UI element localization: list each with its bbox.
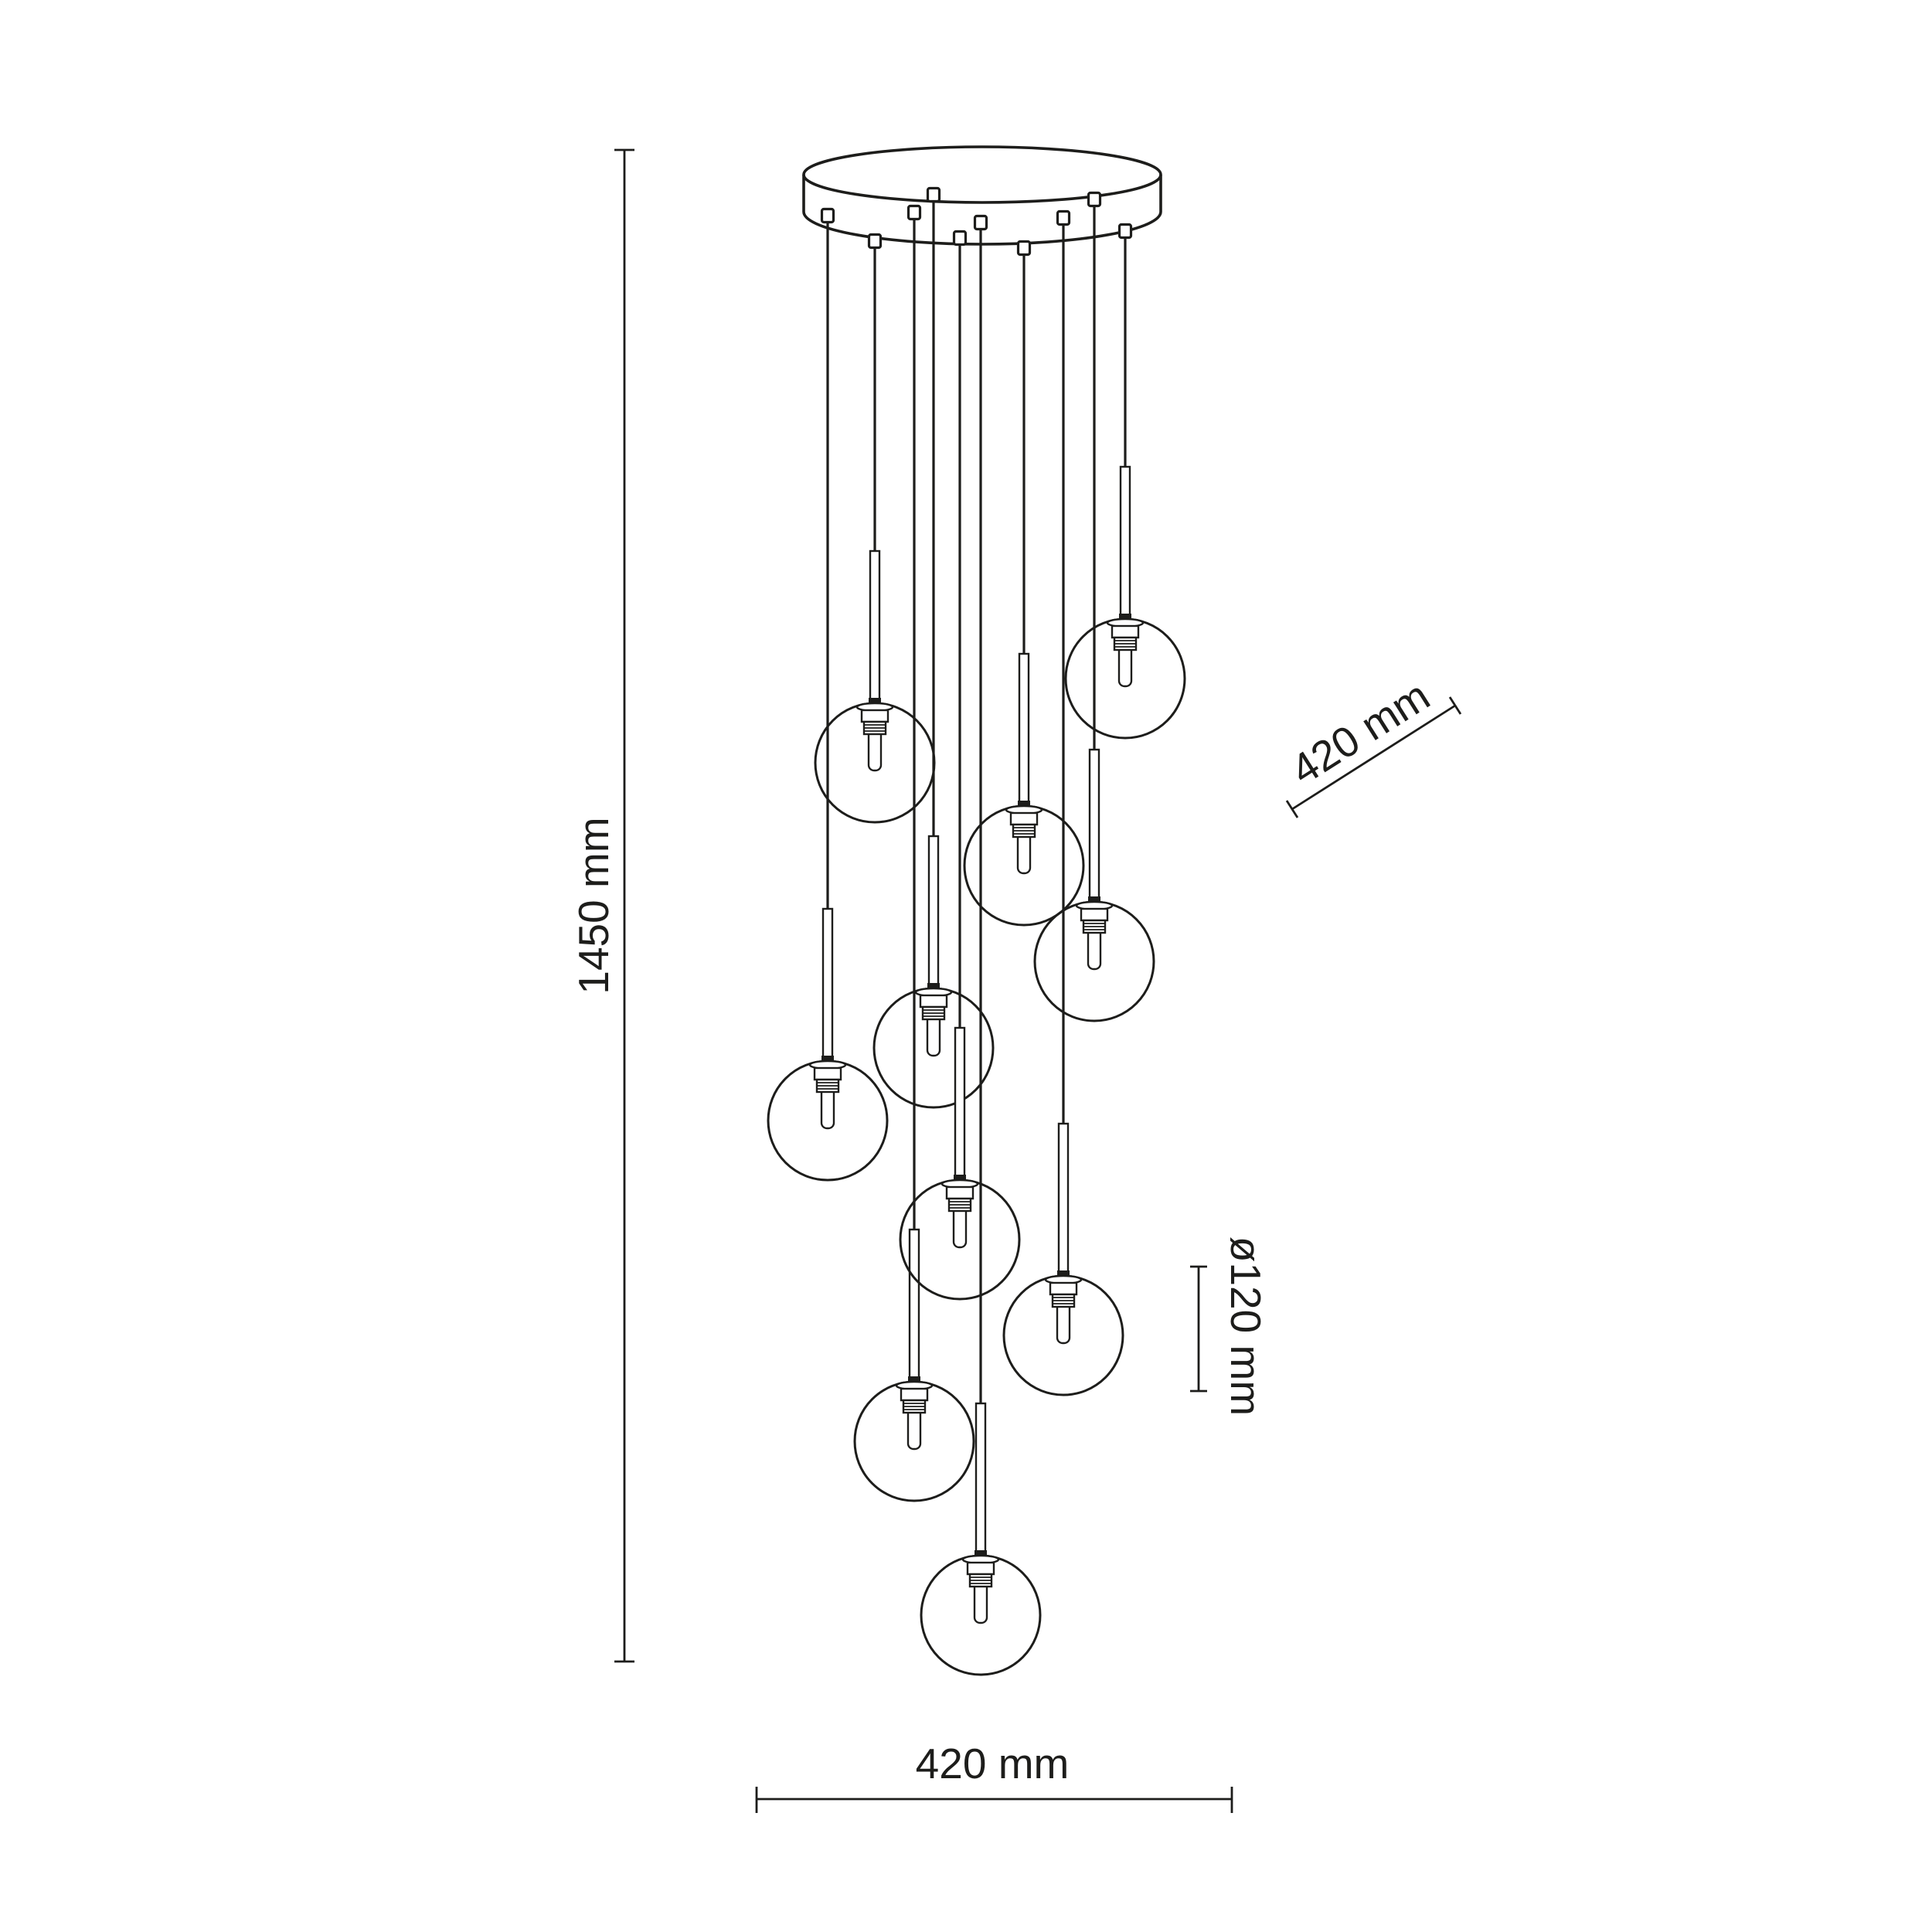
- socket-cup: [1080, 907, 1109, 922]
- canopy-cord-grip: [867, 233, 883, 250]
- rod-joint-band: [908, 1376, 920, 1383]
- socket-cup: [1111, 624, 1140, 639]
- canopy-cord-grip: [906, 204, 922, 221]
- canopy-cord-grip: [973, 214, 988, 231]
- pendant-rod: [927, 835, 940, 986]
- dimension-height: 1450 mm: [570, 148, 634, 1663]
- pendant: [963, 240, 1085, 927]
- dimension-width-label: 420 mm: [916, 1740, 1070, 1787]
- pendant: [920, 214, 1042, 1676]
- dimension-canopy-cap-right: [1448, 696, 1462, 715]
- socket-cup: [919, 994, 948, 1009]
- pendant: [872, 186, 995, 1109]
- rod-joint-band: [954, 1175, 966, 1182]
- rod-joint-band: [1088, 896, 1100, 903]
- canopy-cord-grip: [1056, 209, 1071, 226]
- dimension-canopy-line: [1291, 704, 1456, 811]
- pendant-rod: [1018, 652, 1030, 804]
- dimension-height-label: 1450 mm: [570, 817, 617, 994]
- pendant: [853, 204, 975, 1502]
- rod-joint-band: [927, 983, 940, 990]
- pendant: [899, 230, 1021, 1301]
- canopy-top-plate: [802, 145, 1162, 204]
- canopy-cord-grip: [1087, 191, 1102, 208]
- canopy-cord-grip: [926, 186, 941, 203]
- pendant-rod: [1057, 1122, 1070, 1274]
- canopy-cord-grip: [820, 207, 835, 224]
- socket-cup: [813, 1066, 842, 1081]
- pendant-rod: [869, 549, 881, 701]
- canopy-cord-grip: [1016, 240, 1032, 257]
- pendant: [1033, 191, 1155, 1022]
- canopy-bottom-rim: [802, 211, 1162, 246]
- pendant: [767, 207, 889, 1182]
- rod-joint-band: [869, 698, 881, 705]
- canopy-cord-grip: [1117, 223, 1133, 240]
- dimension-sphere-label: ø120 mm: [1222, 1236, 1270, 1416]
- canopy-cord-grip: [952, 230, 968, 247]
- ceiling-canopy: [802, 145, 1162, 246]
- socket-cup: [1049, 1281, 1078, 1296]
- socket-cup: [900, 1387, 929, 1402]
- pendant-rod: [1088, 748, 1100, 900]
- pendants-group: [767, 186, 1186, 1676]
- pendant: [1064, 223, 1186, 740]
- rod-joint-band: [1018, 801, 1030, 808]
- pendant-rod: [954, 1026, 966, 1178]
- rod-joint-band: [975, 1550, 987, 1557]
- socket-cup: [966, 1561, 995, 1576]
- dimension-width: 420 mm: [755, 1740, 1233, 1813]
- pendant-rod: [908, 1228, 920, 1379]
- socket-cup: [1009, 811, 1039, 826]
- rod-joint-band: [1057, 1270, 1070, 1277]
- dimension-sphere-diameter: ø120 mm: [1190, 1236, 1270, 1416]
- pendant-rod: [975, 1402, 987, 1553]
- pendant: [814, 233, 936, 824]
- dimension-canopy-cap-left: [1285, 800, 1299, 818]
- rod-joint-band: [1119, 614, 1131, 621]
- socket-cup: [860, 709, 889, 723]
- pendant-rod: [821, 907, 834, 1059]
- socket-cup: [945, 1185, 975, 1200]
- rod-joint-band: [821, 1056, 834, 1063]
- pendant: [1002, 209, 1124, 1396]
- pendant-rod: [1119, 465, 1131, 617]
- dimension-canopy-diameter: 420 mm: [1283, 672, 1462, 818]
